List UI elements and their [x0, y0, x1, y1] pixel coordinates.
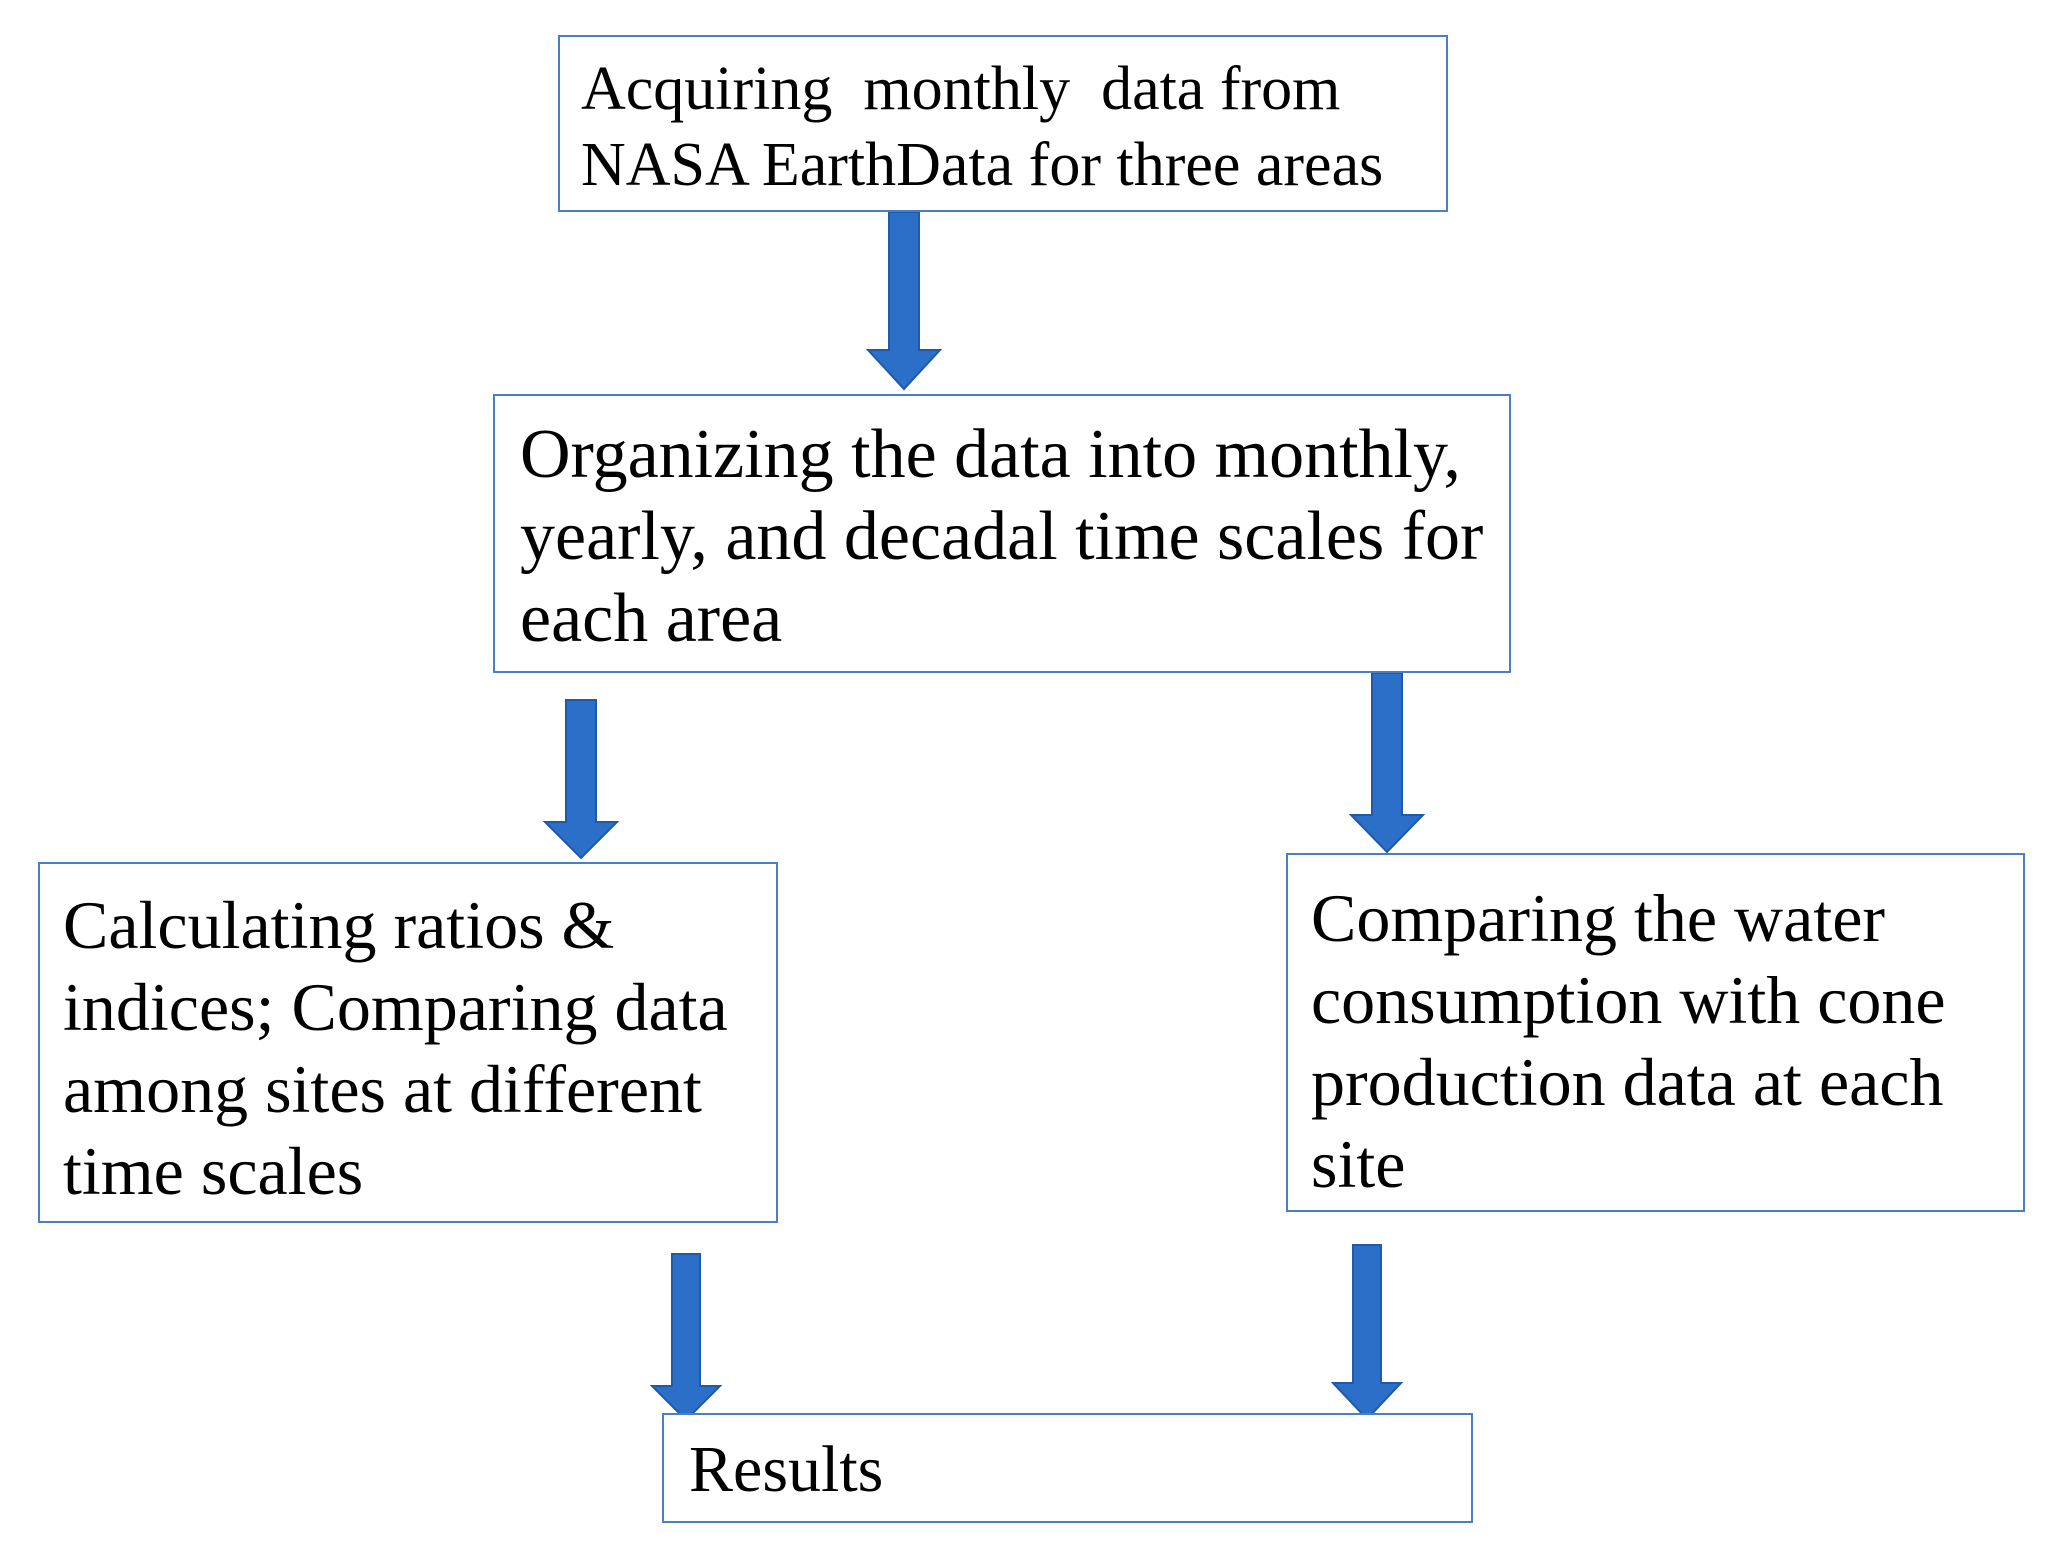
step-results-box: Results	[662, 1413, 1473, 1523]
step-compare-consumption-box: Comparing the water consumption with con…	[1286, 853, 2025, 1212]
arrow-organize-to-calculate	[542, 699, 620, 860]
step-organize-data-box: Organizing the data into monthly, yearly…	[493, 394, 1511, 673]
arrow-calculate-to-results	[649, 1253, 723, 1422]
arrow-organize-to-compare	[1348, 672, 1426, 854]
arrow-acquire-to-organize	[865, 211, 943, 391]
step-results-text: Results	[689, 1433, 884, 1506]
step-acquire-data-box: Acquiring monthly data from NASA EarthDa…	[558, 35, 1448, 212]
step-organize-data-text: Organizing the data into monthly, yearly…	[520, 416, 1484, 657]
step-calculate-ratios-box: Calculating ratios & indices; Comparing …	[38, 862, 778, 1223]
step-acquire-data-text: Acquiring monthly data from NASA EarthDa…	[581, 55, 1384, 199]
arrow-compare-to-results	[1330, 1244, 1404, 1421]
step-compare-consumption-text: Comparing the water consumption with con…	[1311, 880, 1946, 1202]
step-calculate-ratios-text: Calculating ratios & indices; Comparing …	[63, 887, 728, 1209]
